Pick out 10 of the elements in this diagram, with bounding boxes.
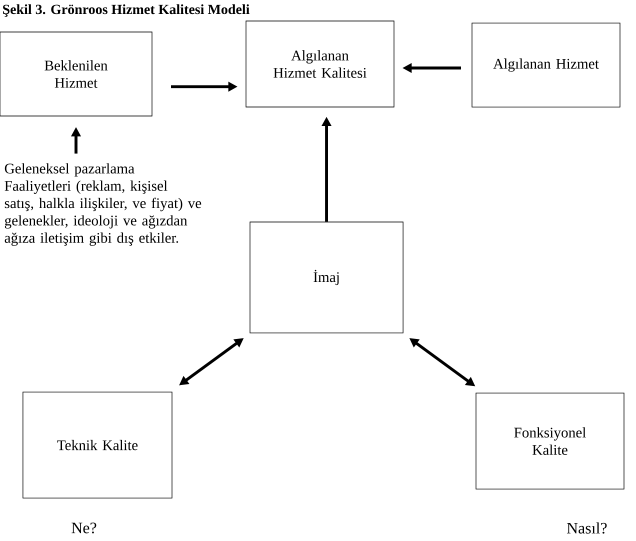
process-box: İmaj xyxy=(250,222,404,334)
note-text: Geleneksel pazarlama Faaliyetleri (reklam, kişisel satış, halkla ilişkiler, ve fiyat) ve gelenekler, ideoloji ve ağızdan ağıza iletişim gibi dış etkiler. xyxy=(4,163,202,246)
figure-title: Şekil 3. Grönroos Hizmet Kalitesi Modeli xyxy=(3,4,250,17)
node-label: Nasıl? xyxy=(566,522,607,534)
process-box: Algılanan Hizmet Kalitesi xyxy=(246,20,394,108)
process-box: Algılanan Hizmet xyxy=(472,22,620,108)
node-label: Ne? xyxy=(72,522,96,534)
process-box: Fonksiyonel Kalite xyxy=(476,392,624,490)
process-box: Beklenilen Hizmet xyxy=(0,32,152,116)
process-box: Teknik Kalite xyxy=(22,392,172,498)
